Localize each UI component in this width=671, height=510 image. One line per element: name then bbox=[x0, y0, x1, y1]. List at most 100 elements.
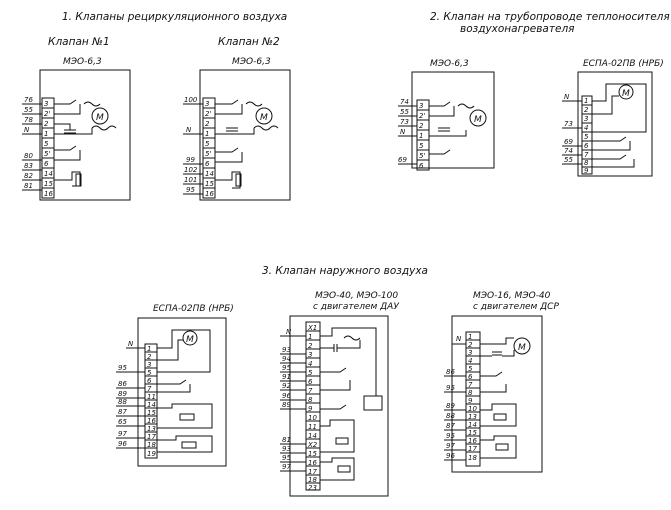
pipe-espa-device: ЕСПА-02ПВ (НРБ) bbox=[583, 59, 664, 69]
motor-label: М bbox=[518, 343, 526, 353]
terminal-number: 2' bbox=[44, 110, 50, 118]
terminal-number: 5 bbox=[308, 369, 313, 377]
pipe-valve-housing bbox=[411, 71, 495, 169]
terminal-number: 16 bbox=[468, 437, 477, 445]
motor-icon bbox=[618, 84, 634, 100]
wire-number: N bbox=[24, 126, 30, 134]
terminal-number: 17 bbox=[468, 445, 477, 453]
wire-number: 95 bbox=[282, 364, 291, 372]
wire-number: 65 bbox=[118, 418, 127, 426]
terminal-number: 10 bbox=[308, 414, 317, 422]
wire-number: 87 bbox=[118, 408, 127, 416]
terminal-number: 4 bbox=[308, 360, 312, 368]
title-outdoor-air: 3. Клапан наружного воздуха bbox=[262, 265, 428, 277]
valve-1-schematic: Клапан №1 МЭО-6,3 3 2' 2 1 5 5' 6 14 15 … bbox=[22, 36, 131, 201]
terminal-number: 5' bbox=[44, 150, 50, 158]
valve-2-housing bbox=[199, 69, 291, 201]
wire-number: 73 bbox=[400, 118, 409, 126]
motor-label: М bbox=[474, 115, 482, 125]
terminal-number: 6 bbox=[147, 377, 152, 385]
pipe-espa-terminal-block bbox=[581, 95, 593, 175]
wire-number: 92 bbox=[282, 382, 291, 390]
wire-number: 86 bbox=[446, 368, 455, 376]
terminal-number: 17 bbox=[147, 433, 156, 441]
terminal-number: 3 bbox=[468, 349, 472, 357]
terminal-number: 5 bbox=[44, 140, 49, 148]
wire-number: 87 bbox=[446, 422, 455, 430]
terminal-number: 5 bbox=[205, 140, 210, 148]
wire-number: 81 bbox=[24, 182, 33, 190]
terminal-number: 1 bbox=[584, 97, 588, 105]
wire-number: 89 bbox=[446, 402, 455, 410]
wire-number: 55 bbox=[400, 108, 409, 116]
wire-number: 95 bbox=[282, 454, 291, 462]
terminal-number: 14 bbox=[308, 432, 317, 440]
terminal-number: 3 bbox=[584, 115, 588, 123]
wire-number: 81 bbox=[282, 436, 291, 444]
terminal-number: 2 bbox=[147, 353, 152, 361]
terminal-number: Х1 bbox=[307, 324, 317, 332]
motor-label: М bbox=[186, 335, 194, 345]
outdoor-espa-housing bbox=[137, 317, 227, 467]
terminal-number: 16 bbox=[147, 417, 156, 425]
valve-2-label: Клапан №2 bbox=[218, 36, 280, 48]
wire-number: N bbox=[286, 328, 292, 336]
terminal-number: 18 bbox=[147, 441, 156, 449]
wire-number: 88 bbox=[118, 398, 127, 406]
terminal-number: 3 bbox=[419, 102, 423, 110]
motor-label: М bbox=[260, 113, 268, 123]
outdoor-meo100-schematic: МЭО-40, МЭО-100 с двигателем ДАУ Х1 1 2 … bbox=[280, 291, 399, 497]
wire-number: 95 bbox=[446, 432, 455, 440]
wire-number: N bbox=[128, 340, 134, 348]
outdoor-meo40-schematic: МЭО-16, МЭО-40 с двигателем ДСР 1 2 3 4 … bbox=[444, 291, 559, 473]
terminal-number: 1 bbox=[468, 333, 472, 341]
terminal-number: 17 bbox=[308, 468, 317, 476]
wire-number: 89 bbox=[118, 390, 127, 398]
valve-2-schematic: Клапан №2 МЭО-6,3 3 2' 2 1 5 5' 6 14 15 … bbox=[183, 36, 291, 201]
terminal-number: 1 bbox=[147, 345, 151, 353]
terminal-number: 7 bbox=[308, 387, 313, 395]
wire-number: 88 bbox=[446, 412, 455, 420]
terminal-number: 2' bbox=[205, 110, 211, 118]
terminal-number: 5 bbox=[147, 369, 152, 377]
wire-number: 74 bbox=[564, 147, 573, 155]
terminal-number: 5' bbox=[205, 150, 211, 158]
outdoor-meo100-device-line2: с двигателем ДАУ bbox=[313, 302, 399, 312]
terminal-number: 14 bbox=[147, 401, 156, 409]
terminal-number: 6 bbox=[419, 162, 424, 170]
wire-number: 94 bbox=[282, 355, 291, 363]
terminal-number: 1 bbox=[44, 130, 48, 138]
terminal-number: 14 bbox=[468, 421, 477, 429]
wire-number: 97 bbox=[282, 463, 291, 471]
terminal-number: 8 bbox=[308, 396, 313, 404]
outdoor-meo100-device-line1: МЭО-40, МЭО-100 bbox=[315, 291, 398, 301]
outdoor-meo100-housing bbox=[289, 315, 389, 497]
terminal-number: 6 bbox=[584, 142, 589, 150]
pipe-espa-housing bbox=[577, 71, 653, 177]
terminal-number: 6 bbox=[468, 373, 473, 381]
valve-1-housing bbox=[39, 69, 131, 201]
title-pipe-valve-line2: воздухонагревателя bbox=[460, 23, 574, 35]
terminal-number: 15 bbox=[308, 450, 317, 458]
terminal-number: 5 bbox=[468, 365, 473, 373]
terminal-number: 6 bbox=[308, 378, 313, 386]
wire-number: 93 bbox=[282, 346, 291, 354]
terminal-number: 16 bbox=[205, 190, 214, 198]
title-pipe-valve-line1: 2. Клапан на трубопроводе теплоносителя bbox=[430, 11, 670, 23]
outdoor-espa-device: ЕСПА-02ПВ (НРБ) bbox=[153, 304, 234, 314]
terminal-number: 2 bbox=[308, 342, 313, 350]
pipe-valve-terminal-block bbox=[416, 99, 430, 171]
wire-number: 102 bbox=[184, 166, 198, 174]
wire-number: 73 bbox=[564, 120, 573, 128]
terminal-number: 2 bbox=[44, 120, 49, 128]
motor-icon bbox=[91, 107, 109, 125]
terminal-number: 6 bbox=[205, 160, 210, 168]
terminal-number: 15 bbox=[44, 180, 53, 188]
terminal-number: 15 bbox=[205, 180, 214, 188]
wire-number: 93 bbox=[282, 445, 291, 453]
terminal-number: 11 bbox=[147, 393, 156, 401]
valve-1-device: МЭО-6,3 bbox=[63, 57, 102, 67]
title-recirculation: 1. Клапаны рециркуляционного воздуха bbox=[62, 11, 287, 23]
motor-icon bbox=[469, 109, 487, 127]
terminal-number: 18 bbox=[468, 454, 477, 462]
